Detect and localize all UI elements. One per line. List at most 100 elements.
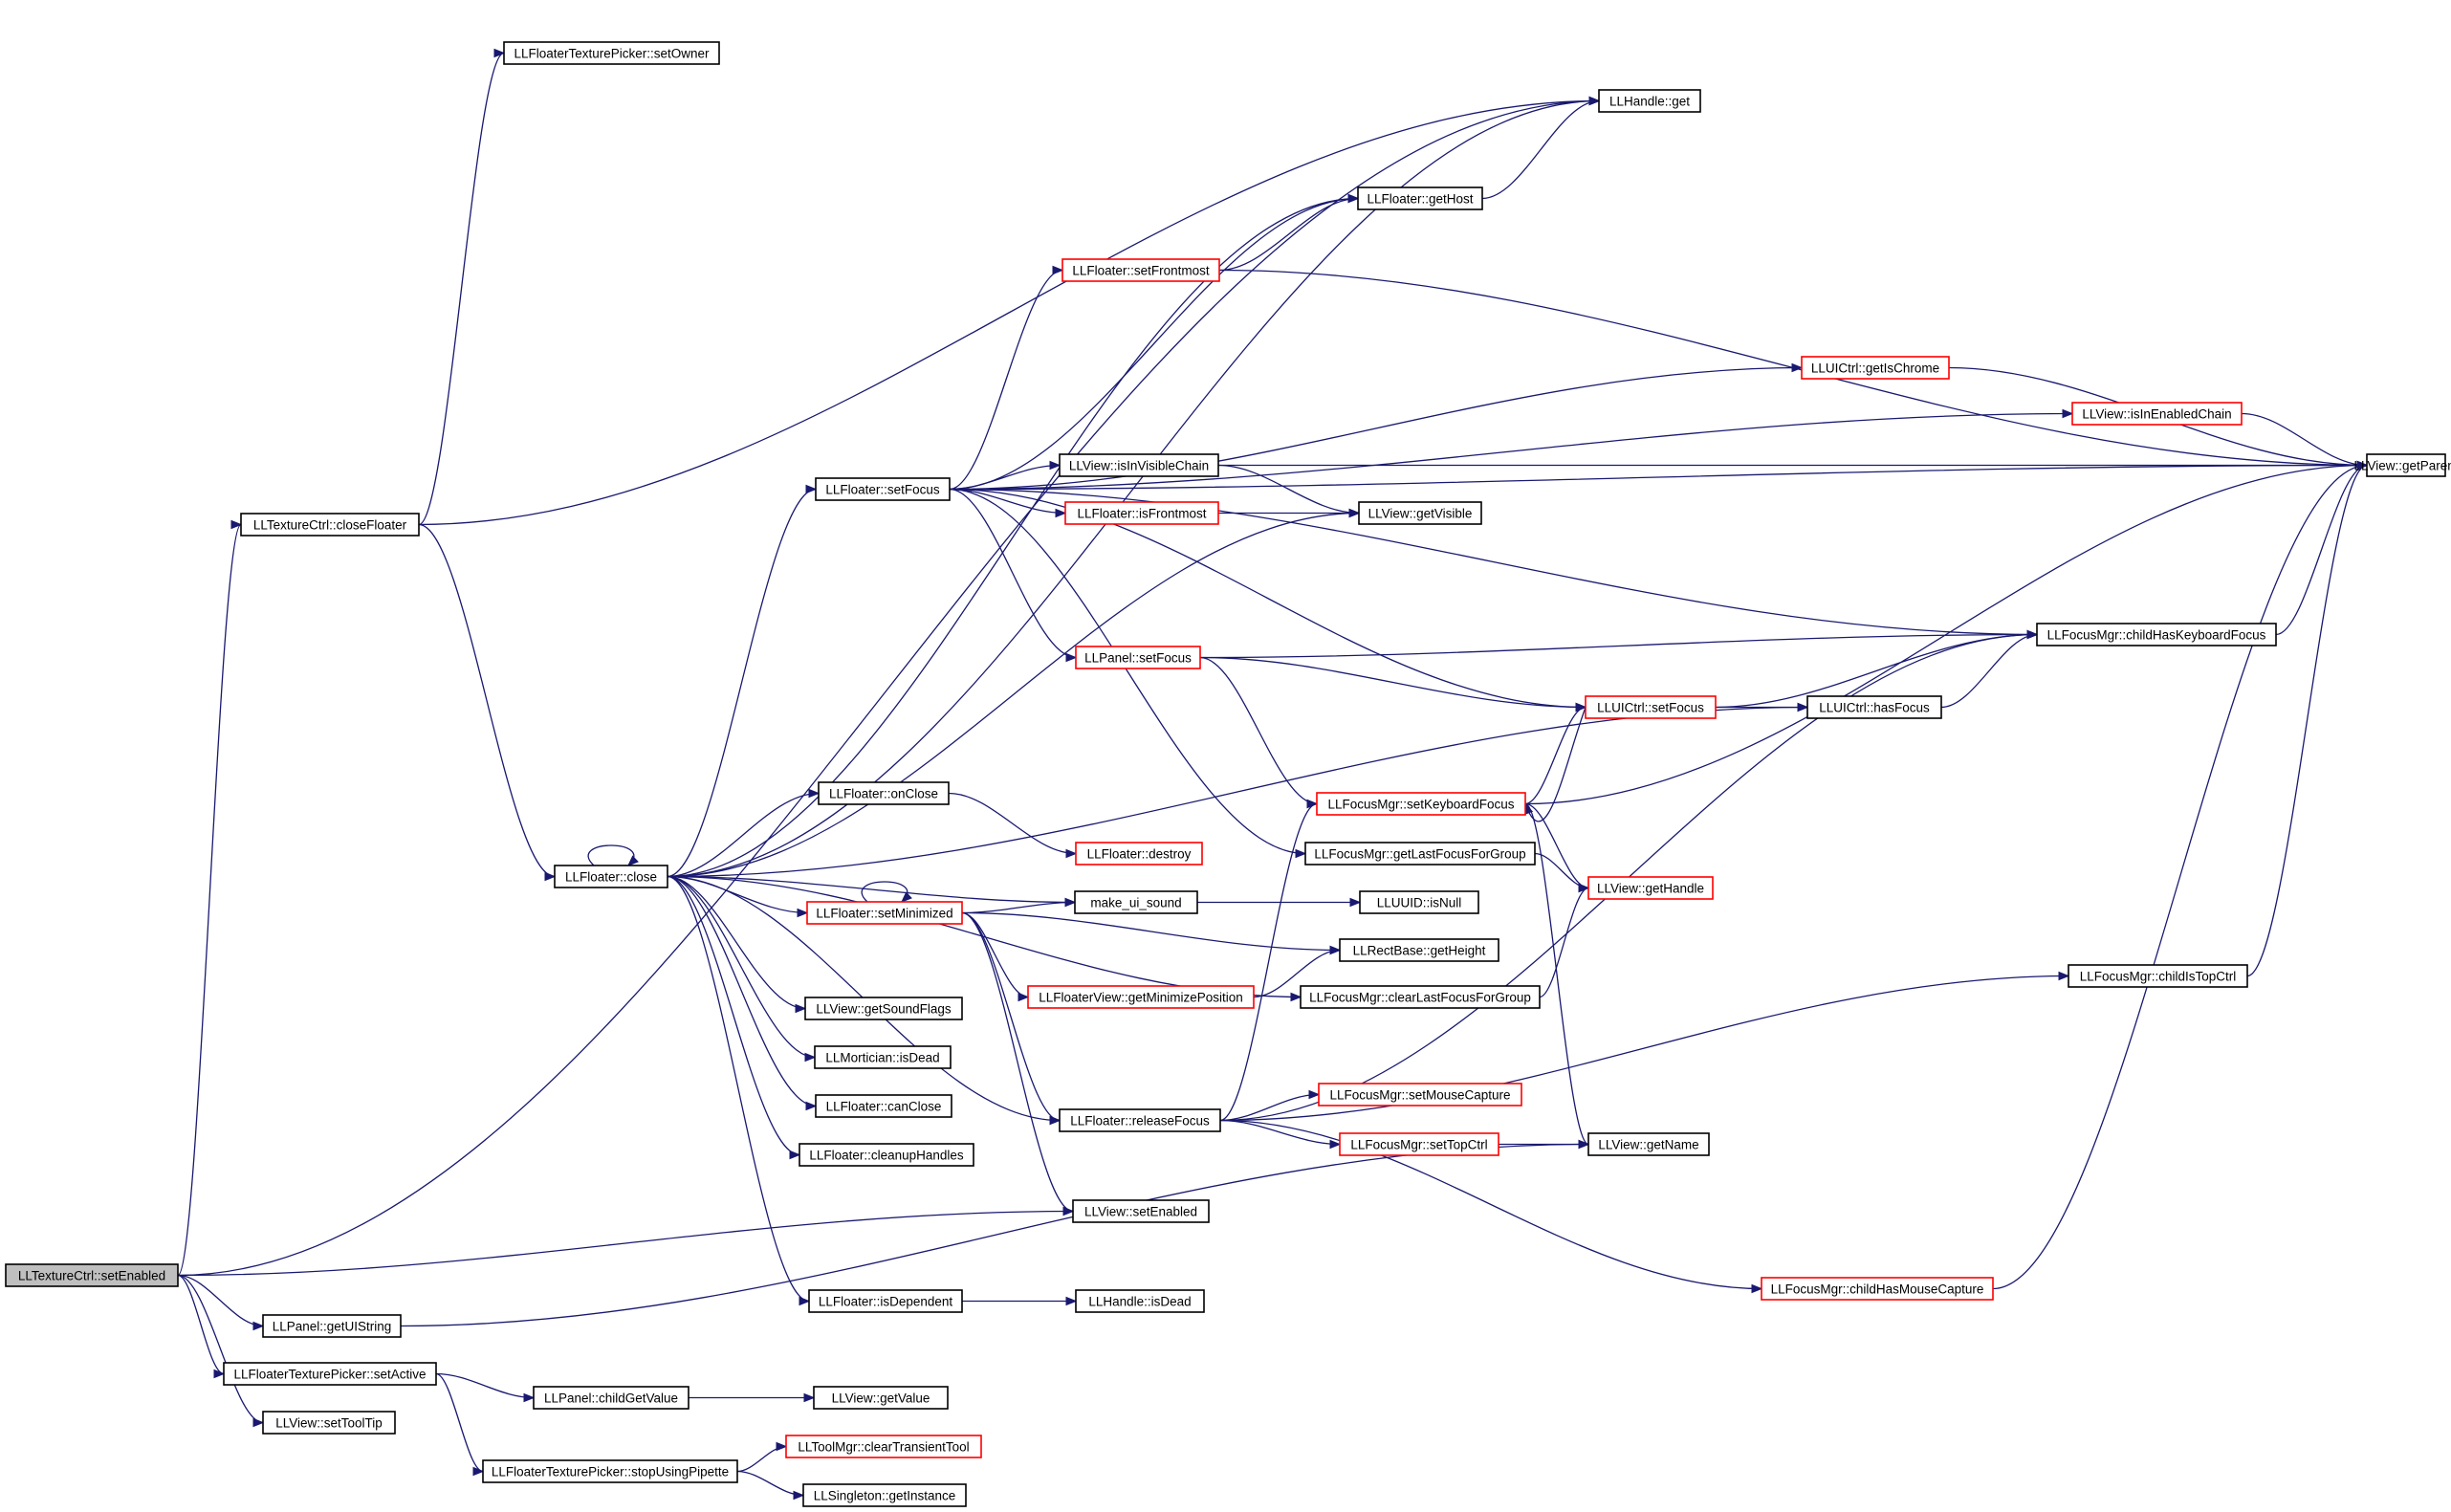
graph-node-uictrlSetFocus[interactable]: LLUICtrl::setFocus — [1585, 695, 1717, 719]
node-box — [1059, 453, 1219, 477]
graph-node-getName[interactable]: LLView::getName — [1587, 1132, 1710, 1156]
arrowhead — [1065, 652, 1078, 663]
edge-closeFloater-to-floaterClose — [418, 523, 556, 878]
graph-node-handleIsDead[interactable]: LLHandle::isDead — [1075, 1289, 1205, 1313]
arrowhead — [808, 788, 821, 799]
graph-node-isInEnabledChain[interactable]: LLView::isInEnabledChain — [2071, 402, 2243, 426]
graph-node-setActive[interactable]: LLFloaterTexturePicker::setActive — [223, 1362, 437, 1386]
graph-node-clearLastFocusForGroup[interactable]: LLFocusMgr::clearLastFocusForGroup — [1300, 985, 1541, 1009]
graph-node-clearTransientTool[interactable]: LLToolMgr::clearTransientTool — [785, 1435, 982, 1458]
graph-node-handleGet[interactable]: LLHandle::get — [1598, 89, 1701, 113]
graph-node-isInVisibleChain[interactable]: LLView::isInVisibleChain — [1059, 453, 1219, 477]
node-label: LLFocusMgr::childIsTopCtrl — [2080, 970, 2237, 984]
arrowhead — [1295, 848, 1307, 859]
graph-node-getUIString[interactable]: LLPanel::getUIString — [262, 1314, 402, 1338]
graph-node-getHost[interactable]: LLFloater::getHost — [1357, 186, 1483, 210]
node-box — [1587, 876, 1714, 900]
graph-node-morticianIsDead[interactable]: LLMortician::isDead — [814, 1045, 952, 1069]
edge-setFrontmost-to-getHost — [1218, 197, 1359, 272]
arrowhead — [1329, 945, 1342, 955]
graph-node-getValue[interactable]: LLView::getValue — [813, 1386, 949, 1410]
graph-node-floaterSetFocus[interactable]: LLFloater::setFocus — [815, 477, 951, 501]
arrowhead — [2062, 408, 2074, 419]
arrowhead — [1306, 799, 1319, 809]
graph-node-canClose[interactable]: LLFloater::canClose — [815, 1094, 952, 1118]
node-box — [262, 1314, 402, 1338]
edge-floaterSetFocus-to-isInVisibleChain — [949, 464, 1061, 491]
graph-node-getLastFocusForGroup[interactable]: LLFocusMgr::getLastFocusForGroup — [1304, 842, 1536, 866]
arrowhead — [1751, 1283, 1763, 1294]
arrowhead — [805, 484, 818, 494]
graph-node-getParent[interactable]: LLView::getParent — [2353, 453, 2451, 477]
graph-node-getSoundFlags[interactable]: LLView::getSoundFlags — [804, 997, 963, 1020]
graph-node-childHasKeyboardFocus[interactable]: LLFocusMgr::childHasKeyboardFocus — [2036, 623, 2277, 646]
edge-floaterSetFocus-to-getIsChrome — [949, 366, 1803, 491]
edge-floaterClose-to-getHost — [667, 197, 1359, 878]
graph-node-setKeyboardFocus[interactable]: LLFocusMgr::setKeyboardFocus — [1316, 792, 1526, 816]
graph-node-setTopCtrl[interactable]: LLFocusMgr::setTopCtrl — [1339, 1132, 1499, 1156]
arrowhead — [627, 855, 639, 866]
arrowhead — [1578, 1139, 1590, 1150]
node-box — [1061, 258, 1220, 282]
arrowhead — [1347, 193, 1360, 204]
graph-node-childIsTopCtrl[interactable]: LLFocusMgr::childIsTopCtrl — [2068, 964, 2248, 988]
edge-setEnabled_root-to-handleGet — [177, 99, 1600, 1277]
graph-node-isFrontmost[interactable]: LLFloater::isFrontmost — [1064, 501, 1219, 525]
graph-node-isNull[interactable]: LLUUID::isNull — [1359, 890, 1479, 914]
node-label: LLRectBase::getHeight — [1353, 944, 1486, 958]
arrowhead — [544, 871, 557, 882]
arrowhead — [1575, 702, 1587, 712]
node-label: LLFocusMgr::setTopCtrl — [1350, 1138, 1487, 1152]
graph-node-getHeight[interactable]: LLRectBase::getHeight — [1339, 938, 1499, 962]
graph-node-releaseFocus[interactable]: LLFloater::releaseFocus — [1059, 1108, 1221, 1132]
node-label: LLFloater::close — [565, 870, 657, 885]
graph-node-setToolTip[interactable]: LLView::setToolTip — [262, 1411, 396, 1435]
node-label: LLHandle::get — [1609, 95, 1690, 109]
graph-node-floaterClose[interactable]: LLFloater::close — [554, 865, 668, 888]
node-label: LLPanel::getUIString — [273, 1320, 392, 1334]
edge-childHasKeyboardFocus-to-getParent — [2275, 464, 2368, 636]
graph-node-isDependent[interactable]: LLFloater::isDependent — [808, 1289, 963, 1313]
graph-node-panelSetFocus[interactable]: LLPanel::setFocus — [1075, 646, 1201, 669]
node-label: LLFocusMgr::setMouseCapture — [1329, 1088, 1510, 1103]
arrowhead — [1329, 1139, 1342, 1150]
graph-node-onClose[interactable]: LLFloater::onClose — [818, 781, 950, 805]
graph-node-getInstance[interactable]: LLSingleton::getInstance — [802, 1483, 967, 1507]
arrowhead — [803, 1392, 816, 1403]
graph-node-hasFocus[interactable]: LLUICtrl::hasFocus — [1806, 695, 1942, 719]
arrowhead — [1349, 897, 1362, 908]
graph-node-setMinimized[interactable]: LLFloater::setMinimized — [806, 901, 963, 925]
graph-node-getHandle[interactable]: LLView::getHandle — [1587, 876, 1714, 900]
node-label: LLUICtrl::hasFocus — [1819, 701, 1930, 715]
graph-node-setMouseCapture[interactable]: LLFocusMgr::setMouseCapture — [1318, 1083, 1522, 1107]
graph-node-getVisible[interactable]: LLView::getVisible — [1358, 501, 1482, 525]
node-box — [815, 477, 951, 501]
graph-node-stopUsingPipette[interactable]: LLFloaterTexturePicker::stopUsingPipette — [482, 1459, 738, 1483]
graph-node-getIsChrome[interactable]: LLUICtrl::getIsChrome — [1801, 356, 1950, 380]
graph-node-childGetValue[interactable]: LLPanel::childGetValue — [533, 1386, 689, 1410]
node-box — [1359, 890, 1479, 914]
node-box — [1357, 186, 1483, 210]
graph-node-closeFloater[interactable]: LLTextureCtrl::closeFloater — [240, 513, 420, 537]
node-box — [1075, 842, 1203, 866]
graph-node-setOwner[interactable]: LLFloaterTexturePicker::setOwner — [503, 41, 720, 65]
edge-releaseFocus-to-setTopCtrl — [1219, 1119, 1341, 1146]
graph-node-getMinimizePosition[interactable]: LLFloaterView::getMinimizePosition — [1027, 985, 1255, 1009]
edge-floaterSetFocus-to-uictrlSetFocus — [949, 488, 1587, 709]
edge-floaterClose-to-handleGet — [667, 99, 1600, 878]
arrowhead — [213, 1369, 226, 1379]
node-box — [808, 1289, 963, 1313]
node-box — [1027, 985, 1255, 1009]
graph-node-viewSetEnabled[interactable]: LLView::setEnabled — [1072, 1199, 1210, 1223]
arrowhead — [797, 908, 809, 918]
graph-node-childHasMouseCapture[interactable]: LLFocusMgr::childHasMouseCapture — [1761, 1277, 1994, 1301]
edge-stopUsingPipette-to-clearTransientTool — [736, 1445, 787, 1473]
arrowhead — [230, 519, 243, 530]
graph-node-destroy[interactable]: LLFloater::destroy — [1075, 842, 1203, 866]
edge-isInEnabledChain-to-getParent — [2241, 412, 2368, 467]
graph-node-makeUiSound[interactable]: make_ui_sound — [1074, 890, 1198, 914]
graph-node-setFrontmost[interactable]: LLFloater::setFrontmost — [1061, 258, 1220, 282]
graph-node-setEnabled_root[interactable]: LLTextureCtrl::setEnabled — [5, 1263, 179, 1287]
graph-node-cleanupHandles[interactable]: LLFloater::cleanupHandles — [799, 1143, 974, 1167]
edge-floaterClose-to-canClose — [667, 875, 817, 1107]
